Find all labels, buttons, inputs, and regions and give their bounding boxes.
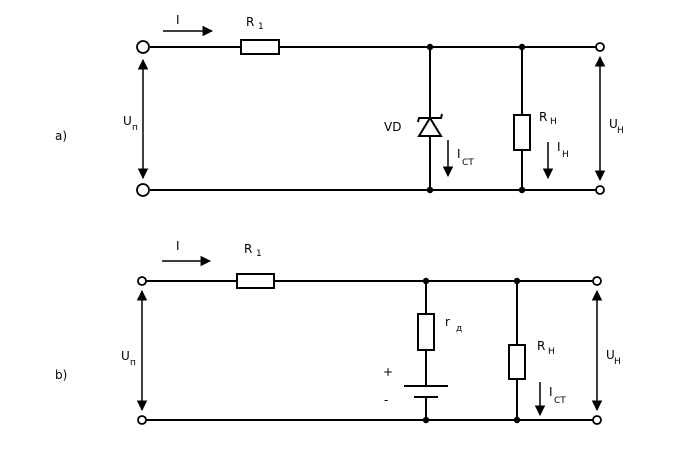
circuit-b-node <box>422 416 430 424</box>
circuit-a-input-terminal-bottom <box>136 183 150 197</box>
circuit-a-input-voltage-sub: п <box>132 123 138 133</box>
circuit-a-series-resistor-label: R <box>246 15 254 29</box>
circuit-a-tag: a) <box>55 129 67 143</box>
circuit-a-output-voltage-label: U <box>609 117 618 131</box>
circuit-b-load-resistor-label: R <box>537 339 545 353</box>
circuit-a-diode-current-label: I <box>457 147 461 161</box>
circuit-b-node <box>513 416 521 424</box>
circuit-a-output-terminal-bottom <box>595 185 605 195</box>
circuit-a-load-resistor-sub: Н <box>550 117 557 127</box>
circuit-a: a) I R 1 U п VD I СТ <box>55 13 624 197</box>
circuit-a-series-resistor-sub: 1 <box>258 22 264 32</box>
circuit-a-load-resistor <box>513 114 531 151</box>
circuit-b-load-resistor <box>508 344 526 380</box>
circuit-a-node <box>426 186 434 194</box>
circuit-b-input-voltage-sub: п <box>130 358 136 368</box>
circuit-b-output-voltage-sub: Н <box>614 357 621 367</box>
circuit-b-input-terminal-bottom <box>137 415 147 425</box>
circuit-b-minus-sign: - <box>384 393 388 407</box>
circuit-b-output-voltage-label: U <box>606 348 615 362</box>
circuit-a-load-current-label: I <box>557 140 561 154</box>
circuit-a-diode-body <box>417 116 443 137</box>
circuit-b-internal-resistance-label: r <box>445 315 450 329</box>
circuit-b-internal-resistor <box>417 313 435 351</box>
circuit-b-node <box>513 277 521 285</box>
circuit-a-diode-label: VD <box>384 120 401 134</box>
circuit-b-load-current-label: I <box>549 385 553 399</box>
circuit-a-current-label: I <box>176 13 180 27</box>
circuit-a-series-resistor <box>240 39 280 55</box>
circuit-b-output-terminal-top <box>592 276 602 286</box>
circuit-a-node <box>518 186 526 194</box>
circuit-a-node <box>426 43 434 51</box>
circuit-a-node <box>518 43 526 51</box>
circuit-b-current-label: I <box>176 239 180 253</box>
circuit-a-input-terminal-top <box>136 40 150 54</box>
circuit-b-input-voltage-label: U <box>121 349 130 363</box>
circuit-b-internal-resistance-sub: д <box>456 324 462 334</box>
circuit-b-node <box>422 277 430 285</box>
circuit-b-load-resistor-sub: Н <box>548 347 555 357</box>
circuit-b-series-resistor-sub: 1 <box>256 249 262 259</box>
circuit-b-output-terminal-bottom <box>592 415 602 425</box>
circuit-b: b) I R 1 U п r д + - <box>55 239 621 425</box>
circuit-a-load-current-sub: Н <box>562 150 569 160</box>
circuit-b-series-resistor-label: R <box>244 242 252 256</box>
circuit-b-plus-sign: + <box>383 365 393 379</box>
circuit-b-series-resistor <box>236 273 275 289</box>
circuit-b-load-current-sub: СТ <box>554 396 566 406</box>
circuit-b-input-terminal-top <box>137 276 147 286</box>
circuit-b-tag: b) <box>55 368 67 382</box>
circuit-a-input-voltage-label: U <box>123 114 132 128</box>
circuit-a-output-terminal-top <box>595 42 605 52</box>
circuit-a-load-resistor-label: R <box>539 110 547 124</box>
circuit-a-diode-current-sub: СТ <box>462 158 474 168</box>
circuit-a-output-voltage-sub: Н <box>617 126 624 136</box>
circuit-a-diode-zener-bar <box>417 113 443 123</box>
